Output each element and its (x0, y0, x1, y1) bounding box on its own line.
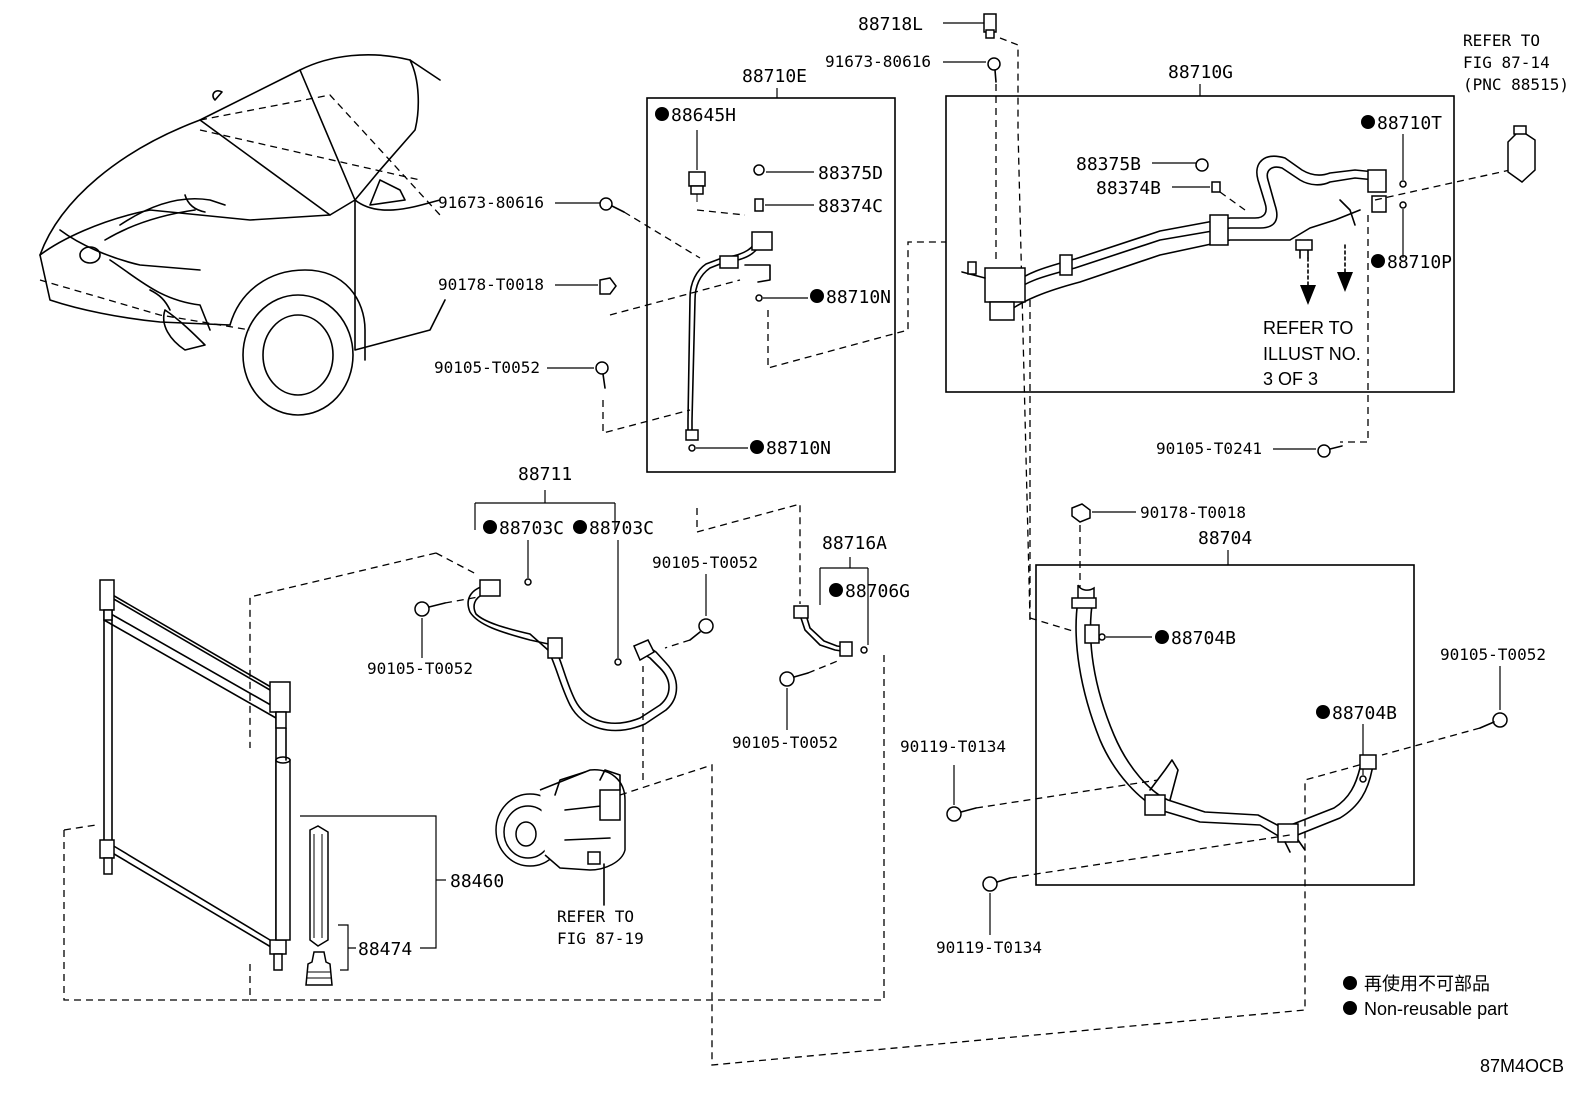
part-label-91673-80616-top: 91673-80616 (825, 52, 931, 71)
part-label-90105-T0052-left: 90105-T0052 (434, 358, 540, 377)
bolt-icon (946, 806, 977, 822)
bolt-icon (595, 361, 609, 389)
refer-illust-line2: ILLUST NO. (1263, 344, 1361, 364)
part-label-90178-T0018-left: 90178-T0018 (438, 275, 544, 294)
group-88716A: 88716A 88706G 90105-T0052 (732, 533, 910, 752)
group-88704: 90178-T0018 88704 88704B 88704B (1035, 503, 1415, 886)
group-frame-88704 (1035, 564, 1415, 886)
legend-line-en: Non-reusable part (1364, 999, 1508, 1019)
bolt-icon (1317, 444, 1343, 458)
nut-icon (599, 277, 617, 295)
refer-fig8714-line2: FIG 87-14 (1463, 53, 1550, 72)
group-frame-88710E (646, 97, 896, 473)
part-label-90105-T0052-c: 90105-T0052 (732, 733, 838, 752)
part-label-88375D: 88375D (818, 163, 883, 184)
part-label-90178-T0018-right: 90178-T0018 (1140, 503, 1246, 522)
part-label-90119-T0134-a: 90119-T0134 (900, 737, 1006, 756)
refer-illust-line1: REFER TO (1263, 318, 1353, 338)
part-label-88374C: 88374C (818, 196, 883, 217)
down-arrow-icon (1337, 244, 1353, 292)
legend: 再使用不可部品 Non-reusable part (1343, 974, 1508, 1019)
bolt-icon (987, 57, 1001, 83)
part-label-88716A: 88716A (822, 533, 887, 554)
part-label-88704B-a: 88704B (1171, 628, 1236, 649)
part-label-90105-T0052-bottom-left: 90105-T0052 (367, 659, 473, 678)
part-label-91673-80616-left: 91673-80616 (438, 193, 544, 212)
part-label-88710G: 88710G (1168, 62, 1233, 83)
refer-fig8714-line3: (PNC 88515) (1463, 75, 1569, 94)
part-label-88704: 88704 (1198, 528, 1252, 549)
part-label-88703C-b: 88703C (589, 518, 654, 539)
group-88711: 88711 88703C 88703C (467, 464, 678, 732)
part-label-88710N-lower: 88710N (766, 438, 831, 459)
compressor-icon (495, 769, 626, 906)
group-88710G: 88710G 88375B 88374B 88710T 88710P (945, 62, 1455, 393)
left-bolt-callouts: 91673-80616 90178-T0018 90105-T0052 (434, 193, 625, 389)
group-frame-88710G (945, 95, 1455, 393)
hose-icon (1071, 584, 1377, 853)
nut-icon (1071, 503, 1091, 523)
refer-fig8719-line2: FIG 87-19 (557, 929, 644, 948)
suction-pipe-icon (961, 155, 1387, 321)
bolt-icon (1479, 712, 1508, 729)
bolt-icon (982, 876, 1011, 892)
sensor-icon (1507, 125, 1536, 183)
filter-icon (309, 825, 329, 947)
group-88710E: 88710E 88645H 88375D 88374C 88710N (646, 66, 896, 473)
part-label-88711: 88711 (518, 464, 572, 485)
vehicle-illustration (39, 54, 446, 416)
part-label-88706G: 88706G (845, 581, 910, 602)
legend-line-jp: 再使用不可部品 (1364, 974, 1490, 994)
pressure-switch-icon (688, 171, 706, 202)
part-label-90119-T0134-b: 90119-T0134 (936, 938, 1042, 957)
part-label-88704B-b: 88704B (1332, 703, 1397, 724)
part-label-88645H: 88645H (671, 105, 736, 126)
part-label-88703C-a: 88703C (499, 518, 564, 539)
refer-fig8714-line1: REFER TO (1463, 31, 1540, 50)
part-label-88375B: 88375B (1076, 154, 1141, 175)
part-label-88718L: 88718L (858, 14, 923, 35)
connector-icon (983, 13, 997, 39)
part-label-88710E: 88710E (742, 66, 807, 87)
part-label-88710P: 88710P (1387, 252, 1452, 273)
small-pipe-icon (793, 605, 853, 657)
part-label-88460: 88460 (450, 871, 504, 892)
refer-illust-line3: 3 OF 3 (1263, 369, 1318, 389)
bolt-icon (599, 197, 625, 213)
refer-fig-87-14: REFER TO FIG 87-14 (PNC 88515) (1463, 31, 1569, 183)
part-label-88710N-upper: 88710N (826, 287, 891, 308)
part-label-90105-T0241: 90105-T0241 (1156, 439, 1262, 458)
bolt-icon (779, 671, 809, 687)
bolt-icon (414, 601, 446, 617)
liquid-pipe-icon (467, 579, 678, 732)
part-label-88474: 88474 (358, 939, 412, 960)
condenser-icon (99, 579, 291, 971)
part-label-88710T: 88710T (1377, 113, 1442, 134)
down-arrow-icon (1300, 257, 1316, 305)
figure-code: 87M4OCB (1480, 1056, 1564, 1076)
refer-fig8719-line1: REFER TO (557, 907, 634, 926)
group-88718L: 88718L 91673-80616 (825, 13, 1001, 83)
part-label-90105-T0052-mid: 90105-T0052 (652, 553, 758, 572)
part-label-90105-T0052-right: 90105-T0052 (1440, 645, 1546, 664)
part-label-88374B: 88374B (1096, 178, 1161, 199)
bolt-icon (689, 618, 714, 641)
cap-icon (305, 951, 333, 986)
discharge-pipe-icon (685, 231, 773, 441)
